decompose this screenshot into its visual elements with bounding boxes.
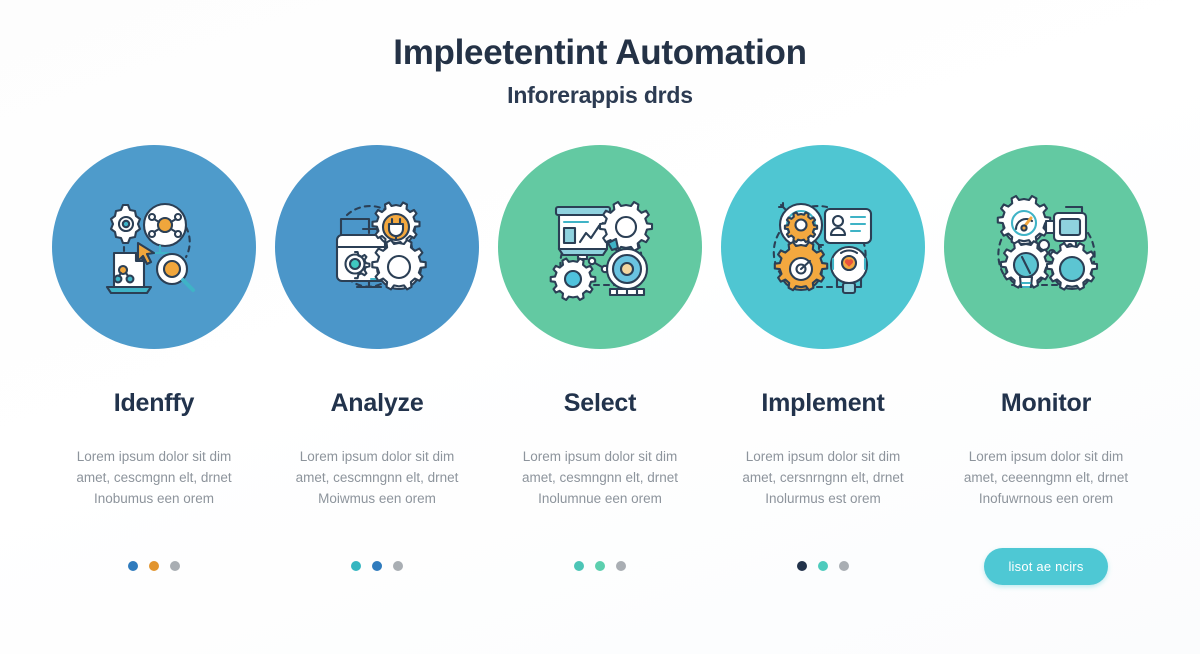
step-analyze[interactable]: Analyze Lorem ipsum dolor sit dim amet, …: [275, 145, 479, 510]
step-select[interactable]: Select Lorem ipsum dolor sit dim amet, c…: [498, 145, 702, 510]
step-description-analyze: Lorem ipsum dolor sit dim amet, cescmngn…: [295, 449, 459, 506]
dot[interactable]: [351, 561, 361, 571]
dot[interactable]: [574, 561, 584, 571]
gauge-camera-bulb-gear-icon: [986, 187, 1106, 307]
dot[interactable]: [839, 561, 849, 571]
dot[interactable]: [595, 561, 605, 571]
step-description-implement: Lorem ipsum dolor sit dim amet, cersnrng…: [742, 449, 904, 506]
footer-row: lisot ae ncirs: [52, 545, 1148, 587]
step-label-implement: Implement: [761, 389, 885, 417]
step-icon-circle-implement[interactable]: [721, 145, 925, 349]
step-identify[interactable]: Idenffy Lorem ipsum dolor sit dim amet, …: [52, 145, 256, 510]
dot-indicator-identify[interactable]: [128, 561, 180, 571]
footer-cell-monitor: lisot ae ncirs: [944, 545, 1148, 587]
step-monitor[interactable]: Monitor Lorem ipsum dolor sit dim amet, …: [944, 145, 1148, 510]
step-icon-circle-monitor[interactable]: [944, 145, 1148, 349]
presentation-gear-target-icon: [540, 187, 660, 307]
footer-cell-implement: [721, 545, 925, 587]
step-label-identify: Idenffy: [113, 389, 195, 417]
footer-cell-select: [498, 545, 702, 587]
footer-cell-identify: [52, 545, 256, 587]
dot-indicator-select[interactable]: [574, 561, 626, 571]
page-title: Impleetentint Automation: [393, 33, 807, 72]
dot[interactable]: [797, 561, 807, 571]
steps-row: Idenffy Lorem ipsum dolor sit dim amet, …: [52, 145, 1148, 510]
step-description-select: Lorem ipsum dolor sit dim amet, cesmngnn…: [521, 449, 679, 506]
step-label-analyze: Analyze: [330, 389, 424, 417]
page-subtitle: Inforerappis drds: [507, 81, 693, 108]
dot[interactable]: [128, 561, 138, 571]
step-label-select: Select: [563, 389, 637, 417]
dot-indicator-implement[interactable]: [797, 561, 849, 571]
dot[interactable]: [393, 561, 403, 571]
step-icon-circle-select[interactable]: [498, 145, 702, 349]
cta-button[interactable]: lisot ae ncirs: [984, 547, 1108, 585]
step-icon-circle-identify[interactable]: [52, 145, 256, 349]
gear-network-document-magnifier-icon: [94, 187, 214, 307]
step-icon-circle-analyze[interactable]: [275, 145, 479, 349]
dot[interactable]: [372, 561, 382, 571]
step-implement[interactable]: Implement Lorem ipsum dolor sit dim amet…: [721, 145, 925, 510]
window-gear-plug-icon: [317, 187, 437, 307]
dot[interactable]: [149, 561, 159, 571]
step-description-identify: Lorem ipsum dolor sit dim amet, cescmgnn…: [76, 449, 232, 506]
step-description-monitor: Lorem ipsum dolor sit dim amet, ceeenngm…: [963, 449, 1129, 506]
step-label-monitor: Monitor: [1000, 389, 1092, 417]
dot[interactable]: [818, 561, 828, 571]
dot[interactable]: [170, 561, 180, 571]
header: Impleetentint Automation Inforerappis dr…: [0, 33, 1200, 109]
footer-cell-analyze: [275, 545, 479, 587]
dot[interactable]: [616, 561, 626, 571]
target-idcard-gear-robot-icon: [763, 187, 883, 307]
dot-indicator-analyze[interactable]: [351, 561, 403, 571]
